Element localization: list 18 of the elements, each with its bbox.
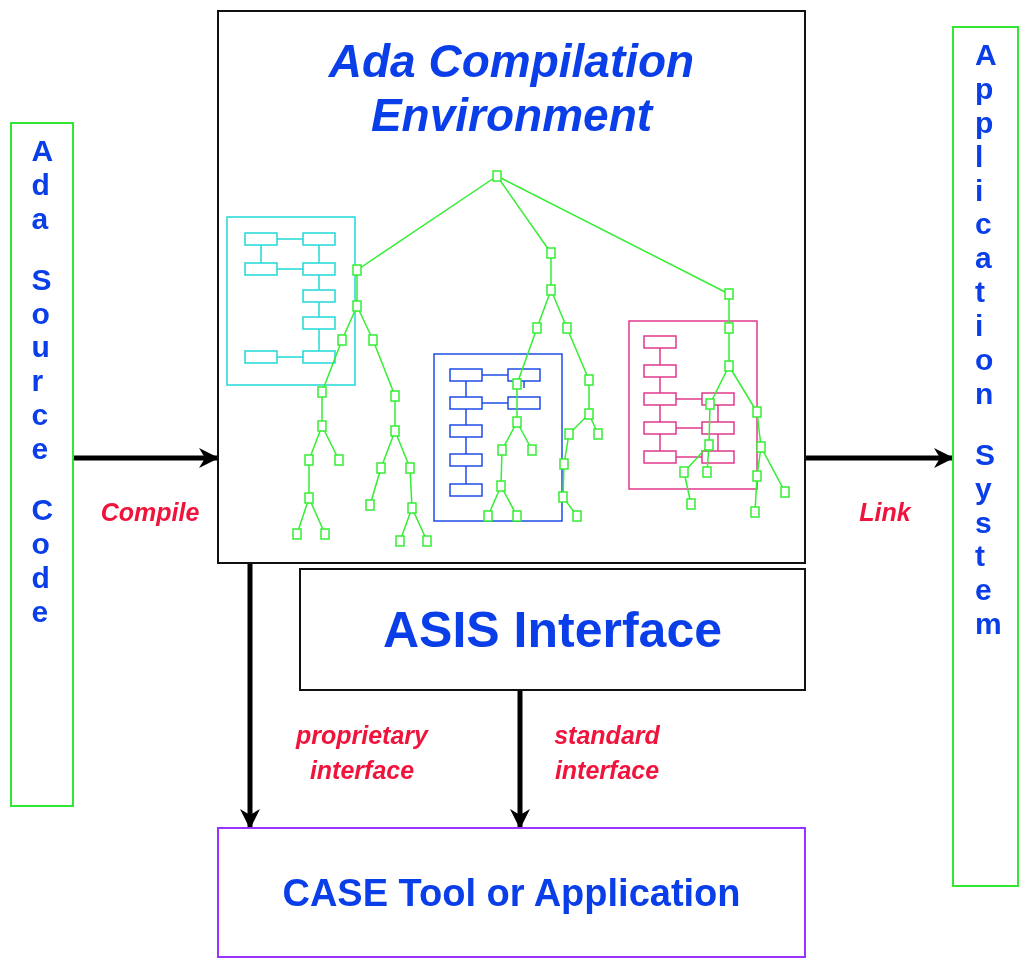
box-title: Ada Compilation Environment: [327, 34, 696, 143]
vertical-label: Application System: [973, 38, 1003, 642]
system-box: [952, 26, 1019, 887]
compilation-environment-box: [217, 10, 806, 564]
arrow: [240, 564, 260, 829]
edge-label: Compile: [99, 497, 201, 528]
box-label: CASE Tool or Application: [281, 871, 742, 914]
edge-label: standard interface: [553, 720, 661, 786]
edge-label: Link: [858, 497, 913, 528]
vertical-label: Ada Source Code: [30, 134, 55, 629]
arrow: [510, 691, 530, 829]
edge-label: proprietary interface: [294, 720, 430, 786]
application-box: [217, 827, 806, 958]
box-label: ASIS Interface: [382, 600, 723, 659]
interface-box: [299, 568, 806, 691]
arrow: [74, 448, 219, 468]
source-code-box: [10, 122, 74, 807]
arrow: [806, 448, 954, 468]
